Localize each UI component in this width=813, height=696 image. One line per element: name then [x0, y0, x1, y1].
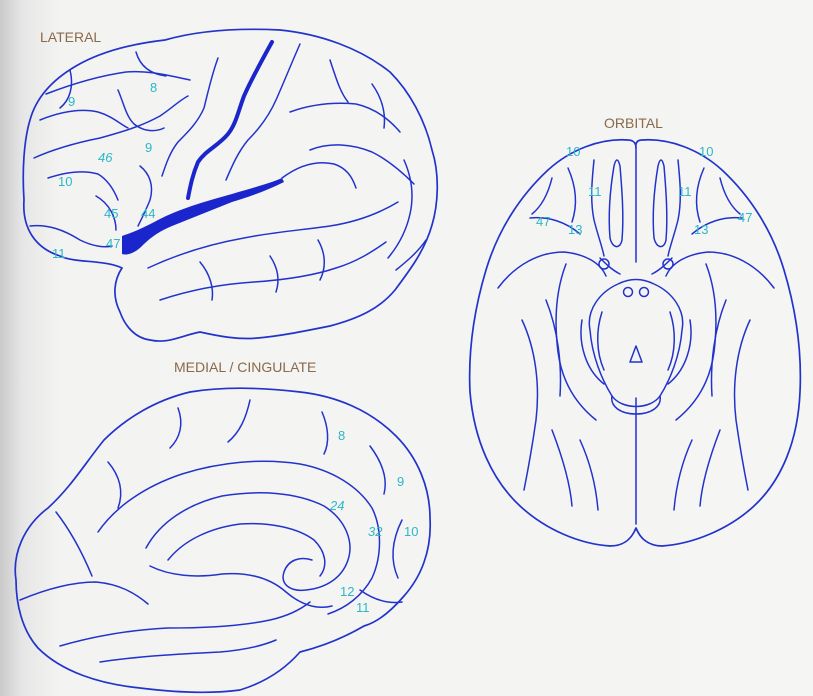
- medial-cingulate-sulcus: [98, 461, 380, 614]
- medial-sulcus-5: [393, 520, 402, 578]
- lateral-title: LATERAL: [40, 29, 101, 45]
- orbital-right-sulcus-4: [720, 178, 740, 214]
- orbital-right-olfactory-sulcus: [653, 160, 667, 247]
- medial-brain-outline: [15, 388, 430, 692]
- lateral-area-47: 47: [106, 236, 120, 251]
- medial-view: MEDIAL / CINGULATE 8 9 24 32 10 12 11: [15, 359, 430, 692]
- lateral-occipital-sulcus: [388, 160, 412, 258]
- orbital-left-area-11: 11: [588, 184, 602, 199]
- lateral-area-44: 44: [141, 206, 155, 221]
- lateral-area-45: 45: [104, 206, 118, 221]
- orbital-left-occipital-sulcus: [580, 440, 598, 510]
- lateral-frontal-sulcus-1: [40, 110, 128, 128]
- orbital-left-temporal-sulcus-1: [522, 320, 537, 490]
- orbital-right-area-11: 11: [678, 184, 692, 199]
- orbital-right-temporal-inner: [676, 264, 716, 420]
- lateral-parietal-sulcus-2: [372, 84, 385, 128]
- orbital-left-occipital-sulcus-2: [552, 430, 572, 506]
- orbital-left-area-47: 47: [536, 214, 550, 229]
- orbital-view: ORBITAL: [470, 115, 801, 546]
- orbital-right-olfactory-bulb: [663, 259, 673, 269]
- lateral-area-8: 8: [150, 80, 157, 95]
- orbital-left-mammillary-body: [624, 288, 633, 297]
- medial-sulcus-3: [322, 412, 328, 454]
- orbital-aqueduct: [630, 346, 642, 362]
- lateral-area-46: 46: [98, 150, 113, 165]
- medial-sulcus-6: [108, 462, 121, 508]
- orbital-right-temporal-sulcus-1: [735, 320, 750, 490]
- orbital-right-area-13: 13: [694, 222, 708, 237]
- lateral-brain-outline: [23, 29, 437, 341]
- orbital-left-temporal-pole: [498, 252, 606, 288]
- medial-area-10: 10: [404, 524, 418, 539]
- orbital-left-olfactory-bulb: [599, 259, 609, 269]
- medial-area-12: 12: [340, 584, 354, 599]
- lateral-frontal-sulcus-6: [30, 226, 112, 247]
- lateral-parietal-sulcus-1: [330, 60, 348, 102]
- lateral-temporal-sulcus-2: [270, 256, 278, 292]
- lateral-inferior-frontal-sulcus: [34, 96, 188, 158]
- medial-corpus-callosum-inner: [168, 524, 325, 576]
- medial-area-32: 32: [368, 524, 383, 539]
- medial-parieto-occipital-sulcus: [56, 512, 92, 576]
- medial-area-11: 11: [356, 600, 370, 615]
- orbital-cerebral-peduncle-right: [668, 312, 674, 370]
- orbital-left-temporal-sulcus-2: [546, 300, 560, 396]
- lateral-temporal-sulcus-1: [200, 262, 213, 300]
- medial-calcarine-sulcus: [20, 582, 148, 604]
- orbital-right-sulcus-1: [697, 168, 704, 222]
- orbital-right-occipital-sulcus: [674, 440, 692, 510]
- orbital-right-temporal-sulcus-2: [712, 300, 726, 396]
- orbital-right-mammillary-body: [640, 288, 649, 297]
- medial-area-9: 9: [397, 474, 404, 489]
- medial-title: MEDIAL / CINGULATE: [174, 359, 316, 375]
- orbital-brainstem-outline: [589, 280, 682, 407]
- medial-area-8: 8: [338, 428, 345, 443]
- medial-sulcus-2: [228, 400, 250, 442]
- lateral-central-sulcus: [188, 42, 272, 198]
- lateral-view: LATERAL 8 9 9: [23, 29, 437, 341]
- orbital-right-temporal-pole: [666, 252, 774, 288]
- lateral-area-10: 10: [58, 174, 72, 189]
- orbital-right-sulcus-2: [668, 160, 680, 256]
- orbital-left-sulcus-1: [568, 168, 575, 222]
- orbital-brain-outline: [470, 140, 801, 546]
- orbital-left-temporal-inner: [556, 264, 596, 420]
- medial-temporal-sulcus-2: [100, 640, 276, 662]
- orbital-left-area-13: 13: [568, 222, 582, 237]
- lateral-occipital-sulcus-2: [396, 240, 426, 270]
- medial-sulcus-4: [370, 446, 385, 494]
- orbital-right-occipital-sulcus-2: [700, 430, 720, 506]
- lateral-area-11: 11: [52, 246, 66, 261]
- orbital-left-olfactory-sulcus: [609, 160, 623, 247]
- orbital-left-area-10: 10: [566, 144, 580, 159]
- orbital-left-sulcus-2: [592, 160, 604, 256]
- medial-sulcus-1: [170, 408, 181, 448]
- orbital-right-area-47: 47: [738, 210, 752, 225]
- medial-area-24: 24: [329, 498, 344, 513]
- lateral-area-9-upper: 9: [68, 94, 75, 109]
- orbital-right-area-10: 10: [699, 144, 713, 159]
- lateral-temporal-sulcus-3: [318, 240, 324, 280]
- medial-cingulate-lower: [150, 566, 332, 607]
- orbital-cerebral-peduncle-left: [598, 312, 604, 370]
- lateral-parietal-sulcus-4: [282, 163, 356, 188]
- lateral-area-9-lower: 9: [145, 140, 152, 155]
- lateral-parietal-sulcus-3: [310, 145, 414, 184]
- orbital-title: ORBITAL: [604, 115, 663, 131]
- medial-temporal-sulcus: [60, 602, 310, 646]
